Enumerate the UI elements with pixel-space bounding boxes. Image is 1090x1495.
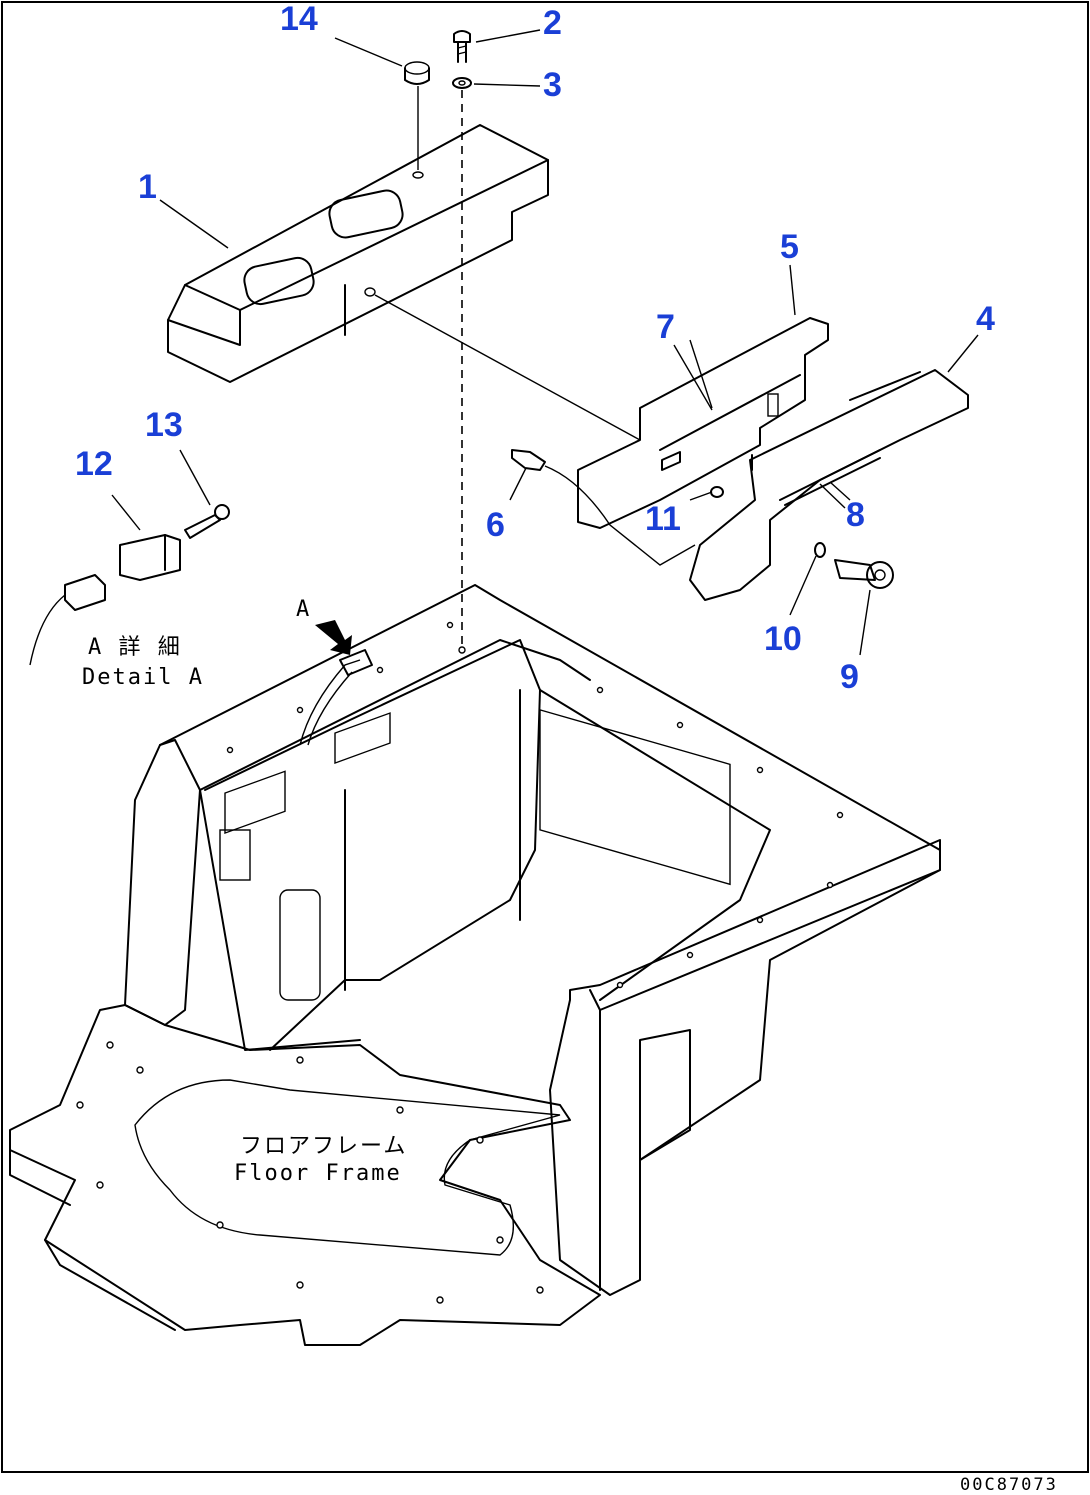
detail-a-connector bbox=[29, 574, 106, 666]
part-9-knob bbox=[834, 559, 894, 589]
floor-frame bbox=[9, 584, 941, 1346]
detail-a-arrow bbox=[315, 620, 352, 655]
callout-2: 2 bbox=[543, 4, 562, 42]
callout-9: 9 bbox=[840, 658, 859, 696]
callout-13: 13 bbox=[145, 406, 183, 444]
callout-7: 7 bbox=[656, 308, 675, 346]
part-8-slot bbox=[819, 483, 846, 509]
leader-lines bbox=[111, 29, 979, 656]
part-1-cover bbox=[167, 124, 641, 441]
detail-a-label-en: Detail A bbox=[82, 665, 204, 690]
callout-10: 10 bbox=[764, 620, 802, 658]
callout-1: 1 bbox=[138, 168, 157, 206]
part-7-plate bbox=[689, 339, 713, 409]
callout-3: 3 bbox=[543, 66, 562, 104]
part-12-switch bbox=[119, 534, 181, 581]
callout-5: 5 bbox=[780, 228, 799, 266]
part-2-bolt bbox=[453, 30, 471, 63]
part-10-washer bbox=[814, 542, 826, 558]
callout-14: 14 bbox=[280, 0, 318, 38]
detail-a-letter: A bbox=[296, 597, 311, 622]
part-5-panel bbox=[577, 317, 829, 529]
callout-6: 6 bbox=[486, 506, 505, 544]
part-3-washer bbox=[452, 77, 472, 89]
drawing-code: 00C87073 bbox=[960, 1475, 1058, 1495]
callout-8: 8 bbox=[846, 496, 865, 534]
callout-11: 11 bbox=[645, 500, 681, 538]
floor-frame-label-jp: フロアフレーム bbox=[240, 1134, 407, 1159]
floor-frame-label-en: Floor Frame bbox=[234, 1161, 402, 1186]
callout-12: 12 bbox=[75, 445, 113, 483]
part-11-washer bbox=[710, 486, 724, 498]
part-4-panel bbox=[689, 369, 969, 601]
callout-4: 4 bbox=[976, 300, 995, 338]
part-14-cap bbox=[404, 61, 430, 170]
detail-a-label-jp: A 詳 細 bbox=[88, 635, 182, 660]
part-13-screw bbox=[184, 504, 230, 539]
part-6-pin bbox=[511, 449, 696, 566]
